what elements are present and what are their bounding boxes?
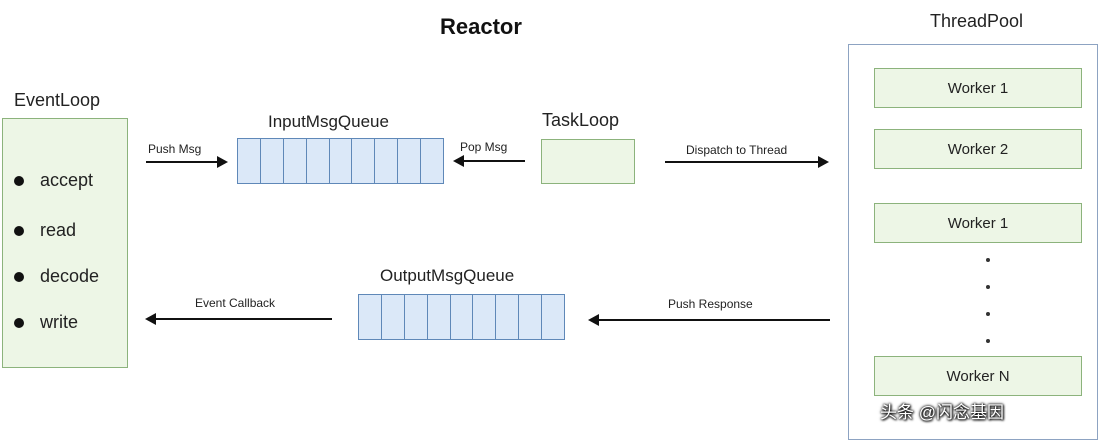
pop-msg-arrow [453, 155, 525, 167]
worker-box: Worker 1 [874, 68, 1082, 108]
eventloop-box [2, 118, 128, 368]
queue-slot [542, 295, 564, 339]
event-callback-arrow [145, 313, 332, 325]
queue-slot [421, 139, 443, 183]
queue-slot [405, 295, 428, 339]
queue-slot [428, 295, 451, 339]
diagram-title-text: Reactor [440, 14, 522, 39]
worker-label: Worker 2 [947, 140, 1009, 158]
bullet-icon [14, 271, 24, 282]
queue-slot [496, 295, 520, 339]
watermark: 头条 @闪念基因 [880, 403, 1004, 422]
dispatch-label: Dispatch to Thread [686, 143, 788, 157]
worker-label: Worker N [946, 367, 1010, 385]
eventloop-item-accept: accept [14, 170, 93, 191]
taskloop-label: TaskLoop [542, 110, 620, 130]
worker-label: Worker 1 [947, 79, 1009, 97]
push-msg-label: Push Msg [148, 142, 202, 156]
push-response-label: Push Response [668, 297, 753, 311]
eventloop-item-label: write [40, 312, 79, 332]
input-queue [237, 138, 444, 184]
eventloop-item-label: accept [40, 170, 94, 190]
worker-box: Worker 1 [874, 203, 1082, 243]
queue-slot [519, 295, 543, 339]
queue-slot [261, 139, 284, 183]
push-msg-arrow [146, 156, 228, 168]
queue-slot [451, 295, 474, 339]
event-callback-label: Event Callback [195, 296, 276, 310]
pop-msg-label: Pop Msg [460, 140, 508, 154]
queue-slot [307, 139, 330, 183]
dispatch-arrow [665, 156, 829, 168]
output-queue-label: OutputMsgQueue [380, 266, 515, 285]
eventloop-item-write: write [14, 312, 78, 333]
push-response-arrow [588, 314, 830, 326]
worker-label: Worker 1 [947, 214, 1009, 232]
eventloop-item-label: decode [40, 266, 100, 286]
bullet-icon [14, 317, 24, 328]
queue-slot [398, 139, 422, 183]
output-queue [358, 294, 565, 340]
ellipsis-dots [986, 250, 994, 350]
eventloop-item-label: read [40, 220, 77, 240]
taskloop-box [541, 139, 635, 184]
eventloop-label: EventLoop [14, 90, 101, 110]
eventloop-item-decode: decode [14, 266, 99, 287]
queue-slot [473, 295, 497, 339]
worker-box: Worker N [874, 356, 1082, 396]
queue-slot [284, 139, 307, 183]
queue-slot [359, 295, 382, 339]
bullet-icon [14, 225, 24, 236]
queue-slot [330, 139, 353, 183]
threadpool-label: ThreadPool [930, 11, 1024, 31]
queue-slot [382, 295, 405, 339]
queue-slot [352, 139, 376, 183]
worker-box: Worker 2 [874, 129, 1082, 169]
bullet-icon [14, 175, 24, 186]
queue-slot [238, 139, 261, 183]
eventloop-item-read: read [14, 220, 76, 241]
queue-slot [375, 139, 399, 183]
input-queue-label: InputMsgQueue [268, 112, 389, 131]
